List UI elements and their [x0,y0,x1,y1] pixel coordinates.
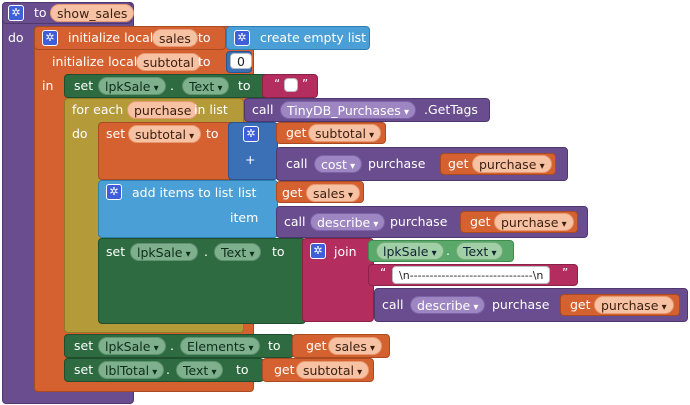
to-label: to [268,338,281,353]
get-label: get [448,156,469,171]
to-label: to [236,362,249,377]
to-label: to [198,54,211,69]
var-dropdown[interactable]: subtotal [308,124,382,142]
param-label: purchase [390,214,448,229]
dot-label: . [170,78,174,93]
component-dropdown[interactable]: lblTotal [98,361,165,379]
number-field[interactable]: 0 [230,53,252,69]
get-label: get [282,185,303,200]
gettags-label: .GetTags [424,102,478,117]
dot-label: . [446,243,450,258]
add-items-label: add items to list [132,185,234,200]
close-quote: ” [562,266,569,280]
function-dropdown[interactable]: cost [314,155,363,173]
param-label: purchase [492,297,550,312]
var-dropdown[interactable]: purchase [594,296,674,314]
mutator-gear-icon[interactable]: ✲ [243,126,259,142]
to-label: to [34,5,47,20]
get-label: get [306,338,327,353]
property-dropdown[interactable]: Elements [180,337,261,355]
do-label: do [8,30,24,45]
function-dropdown[interactable]: describe [310,213,386,231]
mutator-gear-icon[interactable]: ✲ [310,243,326,259]
create-empty-list-label: create empty list [260,30,367,45]
do-label: do [72,126,88,141]
get-label: get [570,297,591,312]
set-label: set [74,78,94,93]
mutator-gear-icon[interactable]: ✲ [8,5,24,21]
set-label: set [74,362,94,377]
property-dropdown[interactable]: Text [182,77,230,95]
join-label: join [334,244,357,259]
call-label: call [284,214,306,229]
empty-text-field[interactable] [284,78,298,92]
tinydb-component-dropdown[interactable]: TinyDB_Purchases [280,101,416,119]
item-label: item [230,210,259,225]
component-dropdown[interactable]: lpkSale [376,242,444,260]
initialize-local-label: initialize local [68,30,154,45]
mutator-gear-icon[interactable]: ✲ [106,184,122,200]
mutator-gear-icon[interactable]: ✲ [234,30,250,46]
call-label: call [252,102,274,117]
set-label: set [106,126,126,141]
var-dropdown[interactable]: purchase [494,213,574,231]
component-dropdown[interactable]: lpkSale [98,337,166,355]
mutator-gear-icon[interactable]: ✲ [42,30,58,46]
loop-var-purchase[interactable]: purchase [127,101,199,119]
component-dropdown[interactable]: lpkSale [98,77,166,95]
add-items-to-list-block[interactable] [98,180,278,238]
for-each-label: for each [72,102,124,117]
property-dropdown[interactable]: Text [456,242,504,260]
plus-label: + [245,152,256,167]
call-label: call [286,156,308,171]
close-quote: ” [302,77,309,91]
var-dropdown[interactable]: sales [306,184,361,202]
var-dropdown[interactable]: subtotal [296,361,370,379]
in-label: in [42,78,54,93]
get-label: get [470,214,491,229]
to-label: to [206,126,219,141]
to-label: to [198,30,211,45]
property-dropdown[interactable]: Text [176,361,224,379]
to-label: to [272,244,285,259]
separator-text-field[interactable]: \n-------------------------------\n [392,266,551,284]
call-label: call [382,297,404,312]
set-label: set [74,338,94,353]
property-dropdown[interactable]: Text [214,243,262,261]
var-dropdown[interactable]: sales [328,337,383,355]
create-empty-list-block[interactable] [226,26,370,50]
procedure-name-field[interactable]: show_sales [50,4,135,22]
function-dropdown[interactable]: describe [410,296,486,314]
get-label: get [286,125,307,140]
local-var-subtotal[interactable]: subtotal [136,53,201,71]
initialize-local-label: initialize local [52,54,138,69]
get-label: get [274,362,295,377]
component-dropdown[interactable]: lpkSale [130,243,198,261]
set-label: set [106,244,126,259]
param-label: purchase [368,156,426,171]
local-var-sales[interactable]: sales [152,29,198,47]
dot-label: . [166,362,170,377]
list-label: list [238,185,257,200]
dot-label: . [170,338,174,353]
var-dropdown[interactable]: subtotal [128,125,202,143]
var-dropdown[interactable]: purchase [472,155,552,173]
in-list-label: in list [194,102,228,117]
open-quote: “ [380,266,387,280]
to-label: to [238,78,251,93]
dot-label: . [204,244,208,259]
open-quote: “ [274,77,281,91]
